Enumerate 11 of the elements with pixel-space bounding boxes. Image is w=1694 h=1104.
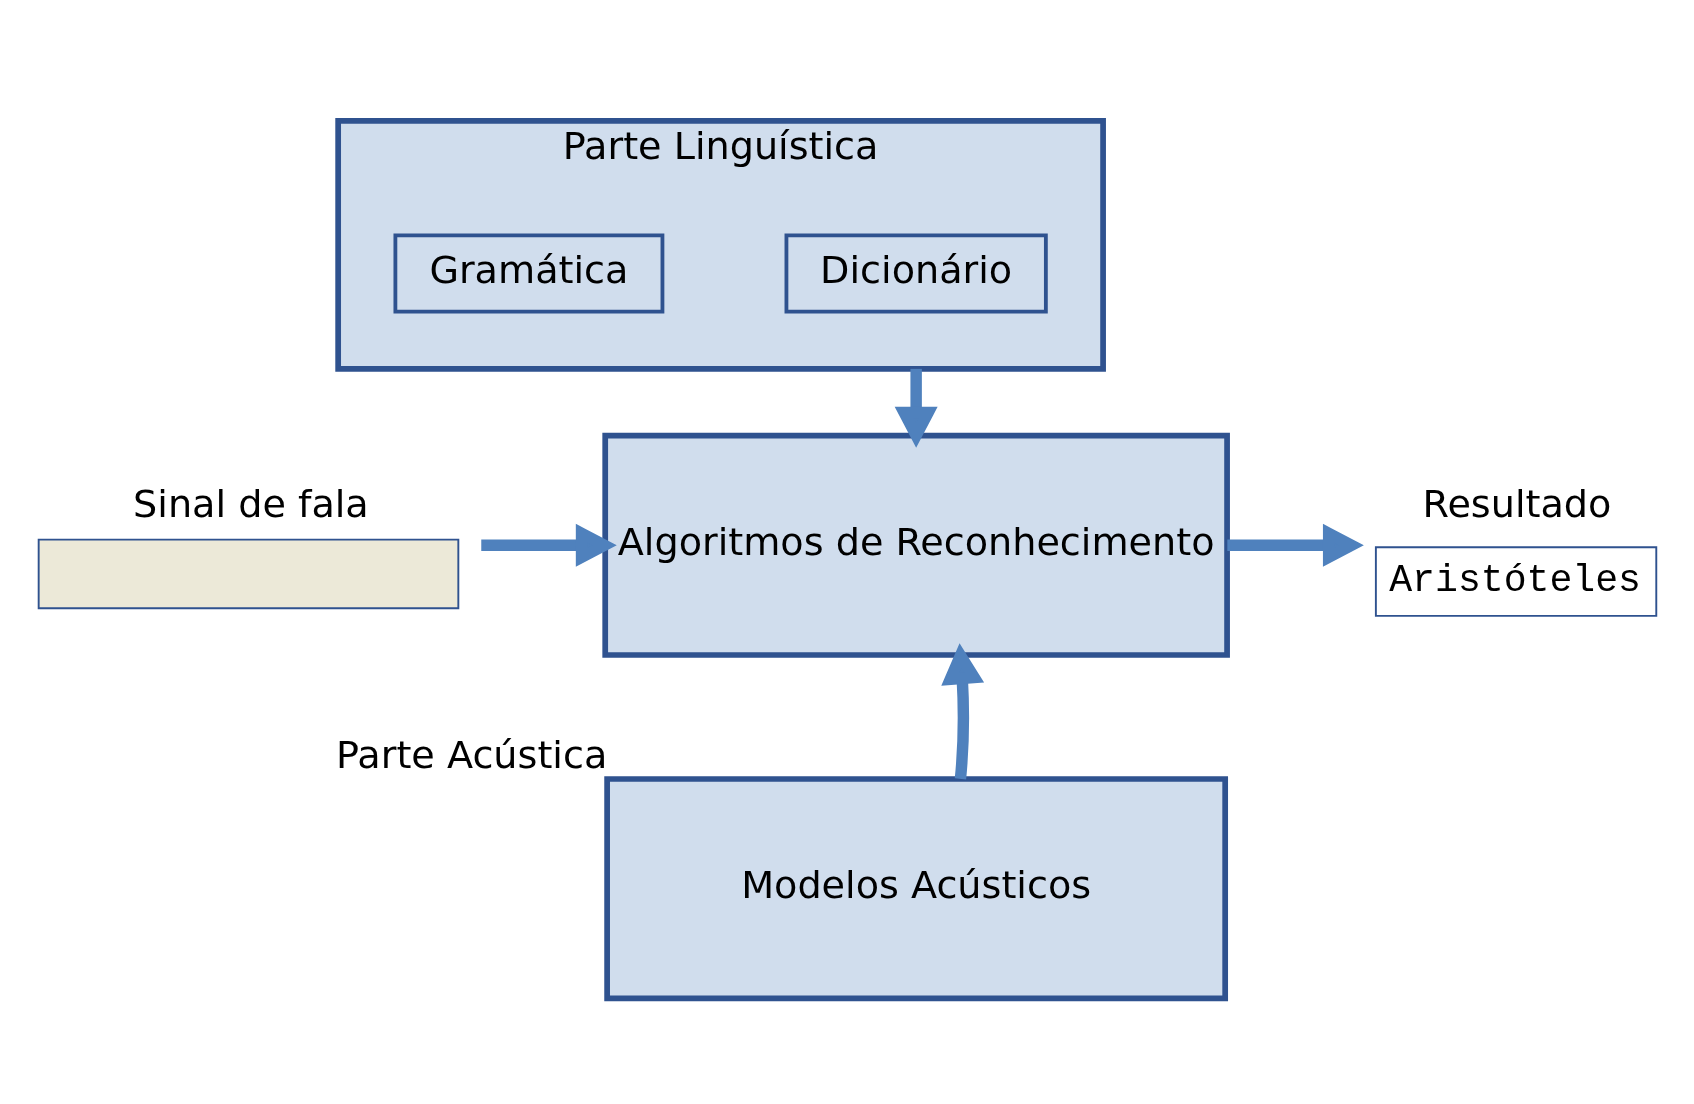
node-label: Sinal de fala bbox=[133, 481, 369, 526]
arrow bbox=[1227, 523, 1364, 567]
node-label: Parte Acústica bbox=[336, 732, 608, 777]
node-box: Gramática bbox=[393, 233, 665, 314]
node-box: Dicionário bbox=[784, 233, 1048, 314]
arrow bbox=[894, 368, 938, 448]
node-box: Algoritmos de Reconhecimento bbox=[602, 432, 1230, 658]
arrow bbox=[941, 643, 985, 780]
arrow bbox=[481, 523, 617, 567]
node-box: Modelos Acústicos bbox=[604, 776, 1229, 1002]
node-label: Resultado bbox=[1422, 481, 1612, 526]
